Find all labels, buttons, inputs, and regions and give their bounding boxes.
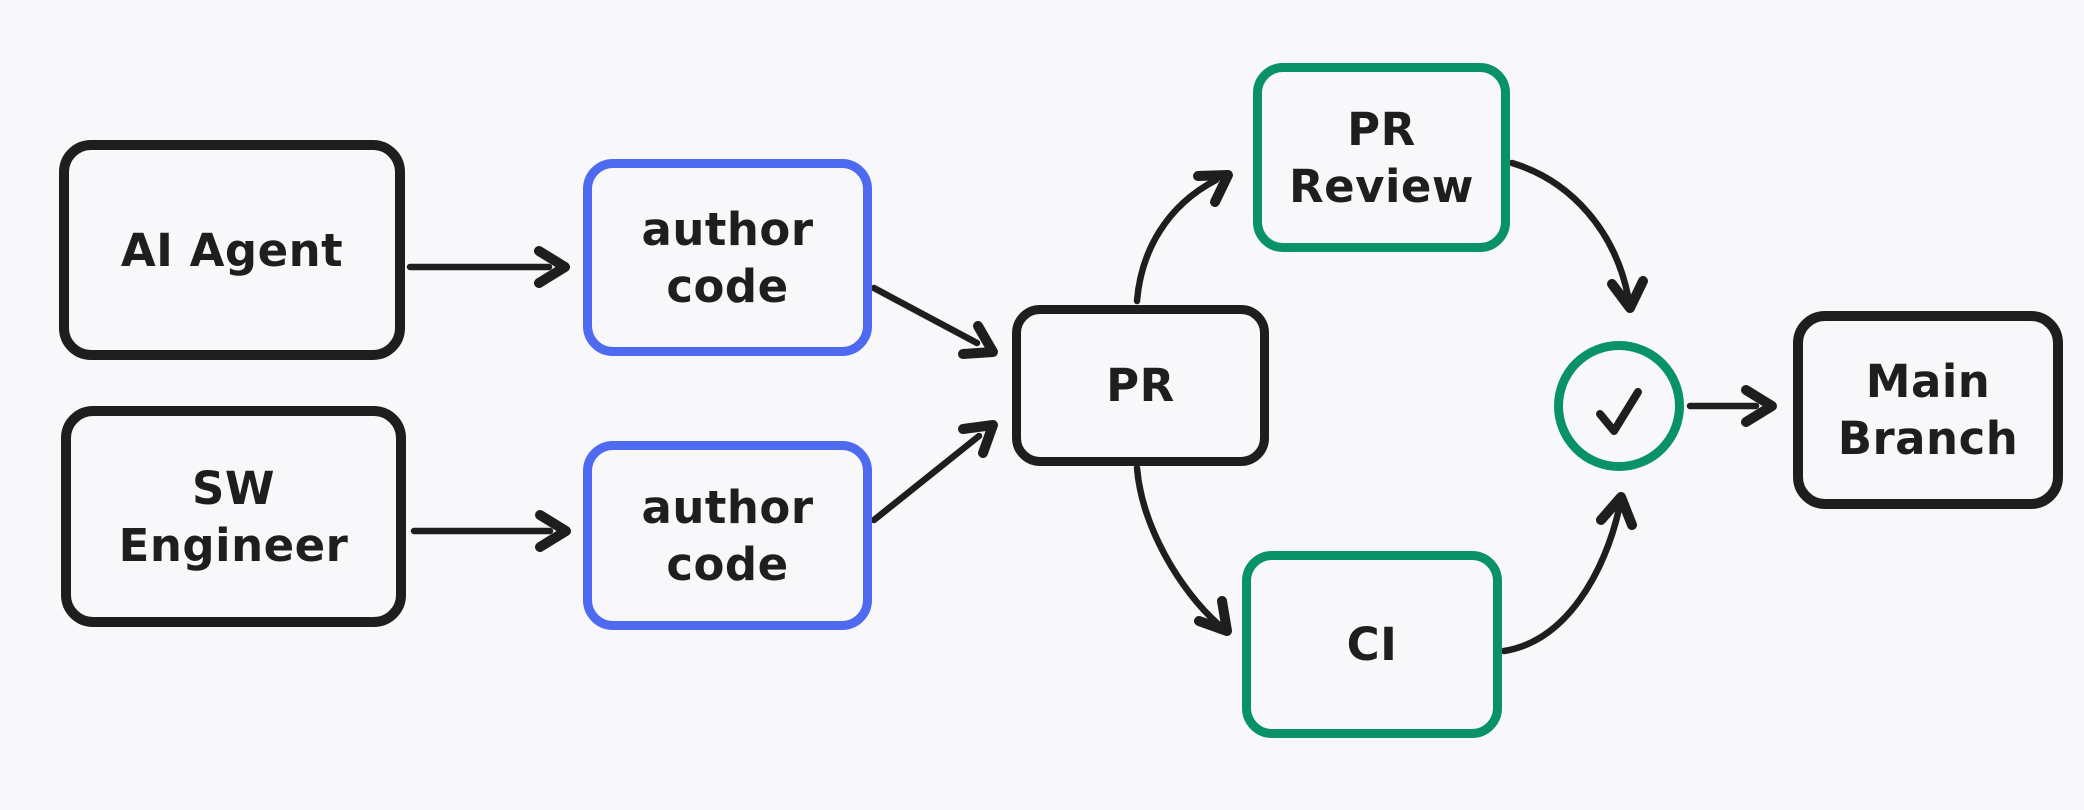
node-author-code-bottom-label-line1: author — [641, 480, 814, 534]
arrow-shaft — [1508, 159, 1632, 300]
arrowhead — [534, 246, 570, 288]
node-sw-engineer-label-line2: Engineer — [118, 518, 349, 572]
arrowhead — [1607, 276, 1648, 313]
node-main-branch-label-line1: Main — [1865, 355, 1991, 408]
arrowhead — [535, 510, 571, 552]
arrowhead — [1194, 596, 1232, 636]
arrow-pr-review-to-check — [1508, 159, 1648, 313]
node-ai-agent-label: AI Agent — [120, 223, 344, 277]
check-icon — [1596, 388, 1642, 435]
arrowhead — [1741, 385, 1777, 427]
arrow-shaft — [870, 432, 983, 524]
arrow-author-code-bottom-to-pr — [870, 420, 998, 524]
node-pr: PR — [1012, 305, 1269, 466]
node-ai-agent: AI Agent — [59, 140, 405, 360]
node-sw-engineer: SW Engineer — [61, 406, 406, 627]
arrow-pr-to-pr-review — [1133, 170, 1233, 305]
node-ci: CI — [1242, 551, 1502, 738]
node-pr-review: PR Review — [1253, 63, 1510, 252]
arrow-shaft — [1133, 176, 1220, 305]
node-approval-check — [1554, 341, 1684, 471]
arrowhead — [1596, 492, 1637, 530]
arrowhead — [958, 420, 998, 458]
node-ci-label: CI — [1346, 618, 1398, 671]
node-author-code-top-label-line1: author — [641, 202, 814, 256]
node-main-branch: Main Branch — [1793, 311, 2063, 509]
arrow-ai-agent-to-author-code — [406, 246, 570, 288]
arrow-ci-to-check — [1500, 492, 1637, 655]
arrow-shaft — [1133, 464, 1222, 628]
arrowhead — [958, 321, 998, 359]
arrow-sw-engineer-to-author-code — [410, 510, 571, 552]
node-author-code-top-label-line2: code — [666, 259, 789, 313]
node-pr-review-label-line2: Review — [1288, 159, 1475, 213]
node-author-code-top: author code — [583, 159, 872, 356]
node-main-branch-label-line2: Branch — [1837, 412, 2019, 465]
node-sw-engineer-label-line1: SW — [191, 461, 276, 515]
arrow-shaft — [1500, 505, 1623, 655]
node-pr-label: PR — [1106, 359, 1175, 412]
arrow-shaft — [870, 284, 981, 347]
node-pr-review-label-line1: PR — [1347, 102, 1416, 156]
arrow-check-to-main-branch — [1686, 385, 1777, 427]
node-author-code-bottom-label-line2: code — [666, 537, 789, 591]
arrow-author-code-top-to-pr — [870, 284, 998, 359]
arrow-pr-to-ci — [1133, 464, 1232, 636]
arrowhead — [1193, 170, 1233, 207]
node-author-code-bottom: author code — [583, 441, 872, 630]
